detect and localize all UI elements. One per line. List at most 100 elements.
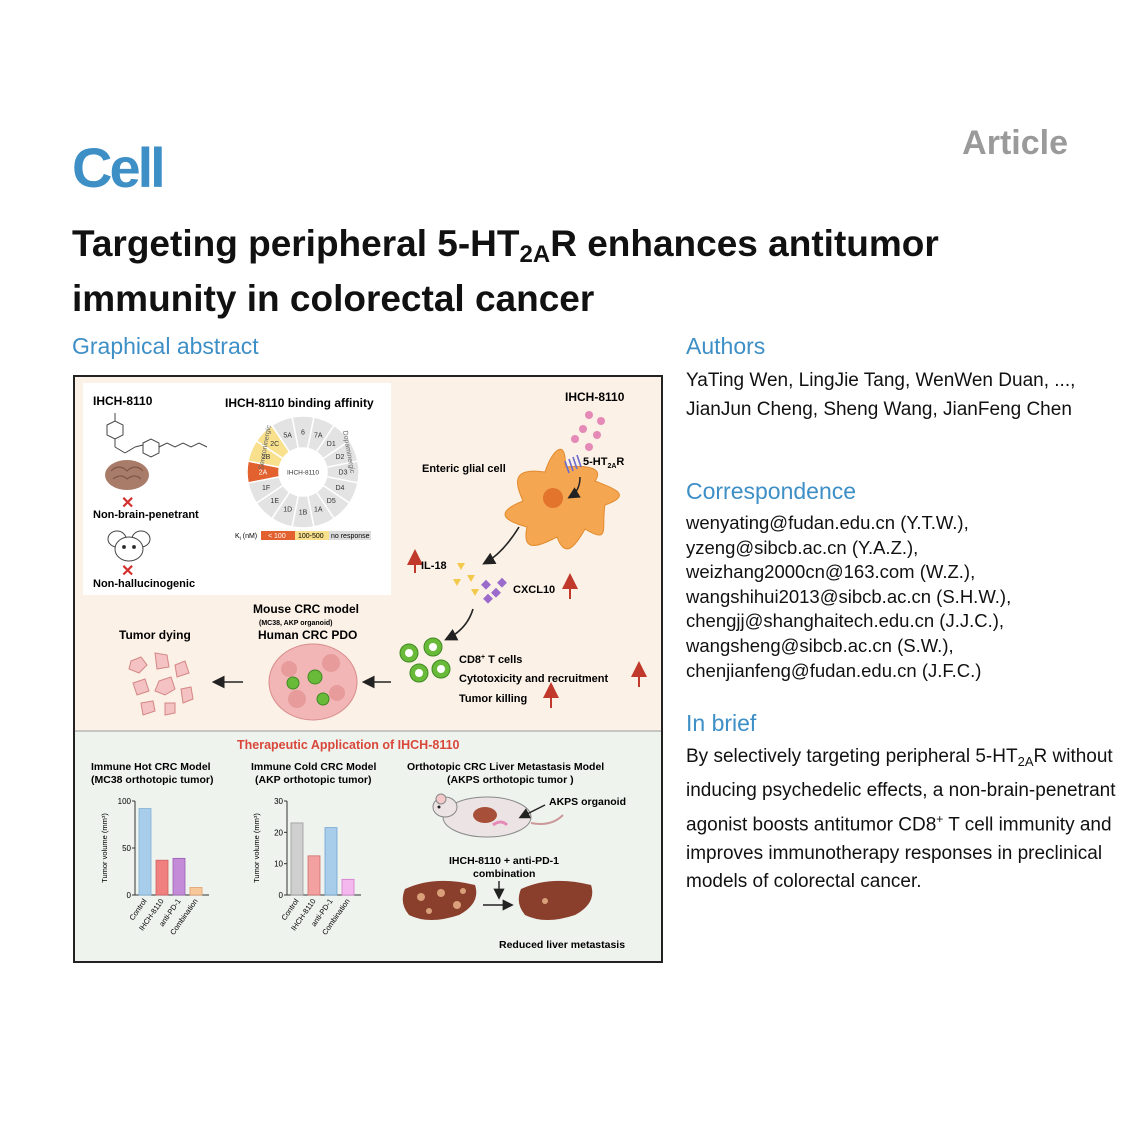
tumor-dying-label: Tumor dying bbox=[119, 628, 191, 642]
mouse-head-icon bbox=[107, 530, 151, 562]
correspondence-email[interactable]: wenyating@fudan.edu.cn (Y.T.W.), bbox=[686, 512, 969, 533]
cold-model-title: Immune Cold CRC Model bbox=[251, 761, 376, 773]
wheel-label: D1 bbox=[327, 441, 336, 448]
brain-icon bbox=[105, 460, 149, 490]
cd8-label: CD8+ T cells bbox=[459, 654, 522, 666]
title-part-1: Targeting peripheral 5-HT bbox=[72, 223, 520, 264]
wheel-label: 2A bbox=[259, 470, 268, 477]
y-tick-label: 0 bbox=[127, 891, 132, 900]
receptor-label: 5-HT2AR bbox=[583, 456, 624, 470]
legend-item: no response bbox=[331, 533, 370, 540]
brief-part-3: T cell immunity and improves immunothera… bbox=[686, 814, 1112, 893]
wheel-center-label: IHCH-8110 bbox=[287, 470, 319, 477]
brief-superscript: + bbox=[936, 812, 944, 826]
model-note: (MC38, AKP organoid) bbox=[259, 620, 333, 627]
correspondence-email[interactable]: weizhang2000cn@163.com (W.Z.), bbox=[686, 561, 976, 583]
cxcl10-label: CXCL10 bbox=[513, 584, 555, 596]
y-tick-label: 50 bbox=[122, 844, 131, 853]
legend-item: 100-500 bbox=[298, 533, 324, 540]
nucleus-icon bbox=[543, 488, 563, 508]
y-axis-label: Tumor volume (mm³) bbox=[100, 813, 109, 883]
non-brain-label: Non-brain-penetrant bbox=[93, 509, 199, 521]
compound-label: IHCH-8110 bbox=[93, 394, 153, 408]
journal-logo: Cell bbox=[72, 136, 166, 199]
ki-legend: Ki (nM) < 100 100-500 no response bbox=[235, 531, 371, 542]
tumor-organoid-icon bbox=[268, 643, 358, 721]
liver-reduced-icon bbox=[518, 880, 593, 920]
correspondence-email[interactable]: wangshihui2013@sibcb.ac.cn (S.H.W.), bbox=[686, 585, 1012, 607]
cross-icon: ✕ bbox=[121, 495, 134, 512]
wheel-label: 1B bbox=[299, 510, 308, 517]
graphical-abstract-svg: IHCH-8110 ✕ Non-brain-penetrant ✕ Non-ha… bbox=[75, 377, 661, 961]
il18-triangles bbox=[453, 563, 479, 596]
correspondence-email[interactable]: chengjj@shanghaitech.edu.cn (J.J.C.), bbox=[686, 610, 1005, 632]
bar bbox=[138, 808, 152, 896]
wheel-label: 2B bbox=[262, 454, 271, 461]
bar bbox=[307, 855, 321, 896]
ihch-top-label: IHCH-8110 bbox=[565, 390, 625, 404]
mouse-model-label: Mouse CRC model bbox=[253, 602, 359, 616]
correspondence-heading: Correspondence bbox=[686, 478, 857, 504]
bar bbox=[155, 859, 169, 896]
molecule-structure-icon bbox=[106, 413, 208, 458]
legend-item: < 100 bbox=[268, 533, 286, 540]
correspondence-email[interactable]: chenjianfeng@fudan.edu.cn (J.F.C.) bbox=[686, 659, 982, 681]
hot-model-title: Immune Hot CRC Model bbox=[91, 761, 211, 773]
cytotoxicity-label: Cytotoxicity and recruitment bbox=[459, 673, 608, 685]
glial-cell-label: Enteric glial cell bbox=[422, 463, 506, 475]
cold-model-subtitle: (AKP orthotopic tumor) bbox=[255, 774, 371, 786]
wheel-segment bbox=[270, 416, 300, 454]
y-tick-label: 0 bbox=[279, 891, 284, 900]
y-axis-label: Tumor volume (mm³) bbox=[252, 813, 261, 883]
il18-label: IL-18 bbox=[421, 560, 447, 572]
dying-cells-icon bbox=[128, 652, 194, 716]
wheel-label: D3 bbox=[339, 470, 348, 477]
wheel-label: D4 bbox=[335, 485, 344, 492]
authors-list: YaTing Wen, LingJie Tang, WenWen Duan, .… bbox=[686, 370, 1076, 420]
bar bbox=[324, 827, 338, 896]
wheel-label: 1F bbox=[262, 485, 270, 492]
wheel-label: D5 bbox=[327, 498, 336, 505]
wheel-label: 7A bbox=[314, 433, 323, 440]
cd8-t-cells-icon bbox=[399, 637, 451, 683]
receptor-icon bbox=[564, 454, 582, 474]
wheel-label: 6 bbox=[301, 430, 305, 437]
combo-label: IHCH-8110 + anti-PD-1 bbox=[449, 855, 559, 867]
wheel-label: 2C bbox=[270, 441, 279, 448]
human-model-label: Human CRC PDO bbox=[258, 628, 357, 642]
brief-part-1: By selectively targeting peripheral 5-HT bbox=[686, 746, 1018, 767]
y-tick-label: 100 bbox=[118, 797, 132, 806]
bar bbox=[172, 857, 186, 896]
liver-model-subtitle: (AKPS orthotopic tumor ) bbox=[447, 774, 574, 786]
bottom-panel-bg bbox=[75, 731, 661, 961]
therapeutic-title: Therapeutic Application of IHCH-8110 bbox=[237, 738, 460, 752]
y-tick-label: 10 bbox=[274, 860, 283, 869]
wheel-label: 1A bbox=[314, 506, 323, 513]
article-title: Targeting peripheral 5-HT2AR enhances an… bbox=[72, 222, 1072, 321]
mouse-icon bbox=[432, 793, 564, 838]
title-subscript: 2A bbox=[519, 241, 551, 268]
brief-subscript: 2A bbox=[1017, 754, 1034, 769]
wheel-label: 1E bbox=[270, 498, 279, 505]
tumor-killing-label: Tumor killing bbox=[459, 693, 527, 705]
article-type-label: Article bbox=[962, 124, 1068, 162]
y-tick-label: 30 bbox=[274, 797, 283, 806]
compound-dots bbox=[571, 411, 605, 451]
wheel-label: D2 bbox=[335, 454, 344, 461]
akps-label: AKPS organoid bbox=[549, 796, 626, 808]
correspondence-email[interactable]: wangsheng@sibcb.ac.cn (S.W.), bbox=[686, 634, 954, 656]
graphical-abstract-figure: IHCH-8110 ✕ Non-brain-penetrant ✕ Non-ha… bbox=[73, 375, 663, 963]
authors-heading: Authors bbox=[686, 333, 766, 359]
correspondence-list: wenyating@fudan.edu.cn (Y.T.W.), yzeng@s… bbox=[686, 511, 1136, 683]
brief-part-2: R without inducing psychedelic effects, … bbox=[686, 746, 1116, 836]
title-part-2: R enhances antitumor immunity in colorec… bbox=[72, 223, 939, 319]
bar bbox=[341, 878, 355, 896]
binding-affinity-title: IHCH-8110 binding affinity bbox=[225, 396, 374, 410]
y-tick-label: 20 bbox=[274, 828, 283, 837]
bar bbox=[189, 887, 203, 896]
liver-model-title: Orthotopic CRC Liver Metastasis Model bbox=[407, 761, 604, 773]
correspondence-email[interactable]: yzeng@sibcb.ac.cn (Y.A.Z.), bbox=[686, 536, 919, 558]
hot-model-subtitle: (MC38 orthotopic tumor) bbox=[91, 774, 214, 786]
